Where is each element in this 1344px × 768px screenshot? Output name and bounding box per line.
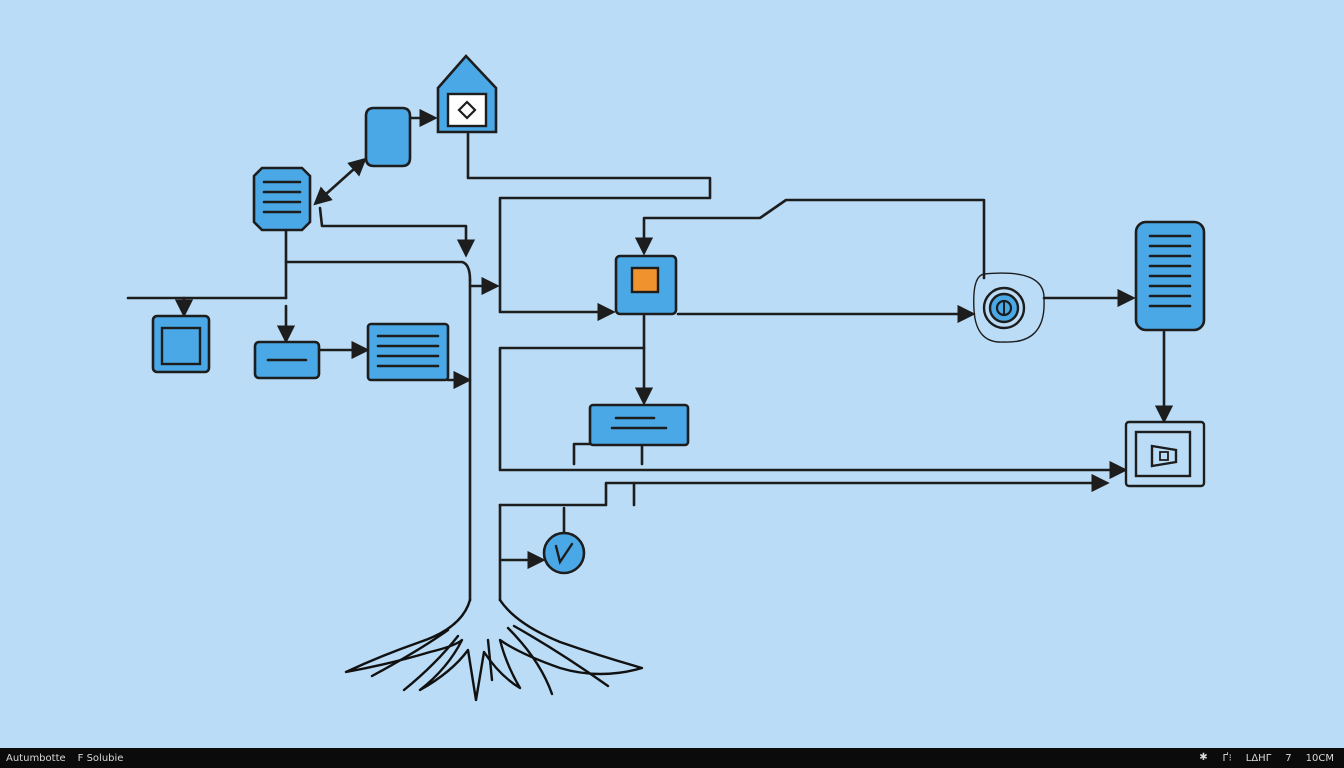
camera-box-node[interactable] [1124, 420, 1206, 488]
check-icon [554, 542, 574, 565]
lines-icon [262, 180, 302, 214]
camera-icon [1150, 444, 1178, 468]
small-box-top-node[interactable] [364, 106, 412, 168]
doc-left-node[interactable] [252, 166, 312, 232]
connector-lines [126, 108, 1174, 602]
text-box-node[interactable] [366, 322, 450, 382]
diamond-icon [457, 100, 477, 120]
taskbar-item-autumbotte[interactable]: Autumbotte [6, 752, 66, 764]
square-box-left-node[interactable] [151, 314, 211, 374]
lines-icon [1148, 234, 1192, 308]
line-doc-to-trunk-arrow [318, 206, 476, 258]
top-hexagon-node[interactable] [436, 54, 498, 134]
lines-icon [376, 334, 440, 368]
sparkle-icon[interactable]: ✱ [1199, 752, 1208, 763]
taskbar-item-solubie[interactable]: F Solubie [77, 752, 124, 764]
orange-square-node[interactable] [614, 254, 678, 316]
signal-icon[interactable]: Ґ⁝ [1222, 752, 1232, 764]
check-circle-node[interactable] [542, 531, 586, 575]
line-hexagon-to-orange-node [466, 132, 712, 322]
tray-label[interactable]: LΔΗΓ [1245, 752, 1272, 764]
target-icon [988, 292, 1020, 324]
clock[interactable]: 10СМ [1305, 752, 1334, 764]
hexagon-inner-frame [446, 92, 488, 128]
window-icon [160, 326, 202, 366]
arrow-doc-to-smallbox [313, 157, 367, 206]
tray-number: 7 [1285, 752, 1292, 764]
wide-box-node[interactable] [588, 403, 690, 447]
lower-step-line [498, 481, 636, 507]
dash-icon [610, 416, 668, 430]
orange-square-icon [630, 266, 660, 294]
server-doc-right-node[interactable] [1134, 220, 1206, 332]
flow-diagram [126, 54, 1206, 702]
tree-roots [344, 598, 644, 702]
pill-box-node[interactable] [253, 340, 321, 380]
target-circle-node[interactable] [973, 272, 1045, 343]
branch-doc-to-trunk [284, 260, 472, 282]
line-to-camera-box [498, 346, 1128, 480]
widebox-left-leg [572, 442, 594, 466]
taskbar: Autumbotte F Solubie ✱ Ґ⁝ LΔΗΓ 7 10СМ [0, 748, 1344, 768]
line-target-to-orange-node [634, 198, 986, 280]
